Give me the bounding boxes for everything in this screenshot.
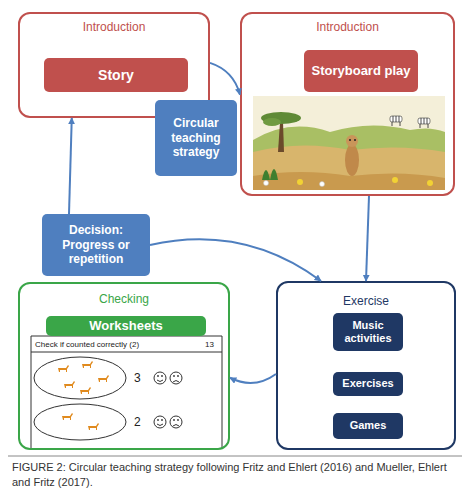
activity-box: Exercises (333, 372, 403, 396)
box-text: Circular teaching strategy (160, 116, 232, 159)
caption-rule (8, 456, 462, 457)
box-text: Story (98, 67, 134, 84)
worksheet-label: 13 (205, 340, 214, 349)
smiley-icons (154, 372, 182, 428)
figure-caption: FIGURE 2: Circular teaching strategy fol… (12, 460, 458, 490)
flow-arrow (366, 196, 369, 281)
phase-heading: Introduction (20, 20, 208, 34)
phase-box: IntroductionStoryboard play (240, 12, 455, 196)
box-text: Decision: Progress or repetition (47, 223, 145, 266)
box-text: Exercises (342, 377, 393, 390)
step-box: Story (44, 58, 188, 92)
decision-box: Decision: Progress or repetition (42, 214, 150, 276)
flow-arrow (150, 239, 321, 281)
worksheet-illustration (31, 336, 222, 448)
phase-heading: Checking (20, 292, 228, 306)
step-box: Worksheets (46, 316, 206, 336)
smiley-eyes (157, 375, 179, 421)
worksheet-label: 2 (134, 415, 141, 429)
flow-arrow (230, 374, 276, 383)
center-box: Circular teaching strategy (155, 100, 237, 176)
activity-box: Games (333, 413, 403, 439)
phase-box: ExerciseMusic activitiesExercisesGames (276, 281, 456, 450)
phase-heading: Introduction (242, 20, 453, 34)
phase-heading: Exercise (278, 294, 454, 308)
box-text: Worksheets (89, 318, 162, 334)
activity-box: Music activities (333, 313, 403, 351)
worksheet-label: 3 (134, 371, 141, 385)
phase-box: CheckingWorksheets (18, 282, 230, 450)
worksheet-label: Check if counted correctly (2) (35, 340, 139, 349)
box-text: Games (350, 419, 387, 432)
box-text: Music activities (338, 319, 398, 345)
step-box: Storyboard play (304, 50, 418, 92)
savanna-illustration (253, 96, 445, 190)
flow-arrow (210, 63, 240, 95)
flow-arrow (69, 118, 72, 214)
gazelle-icons (58, 361, 109, 430)
box-text: Storyboard play (312, 63, 411, 79)
